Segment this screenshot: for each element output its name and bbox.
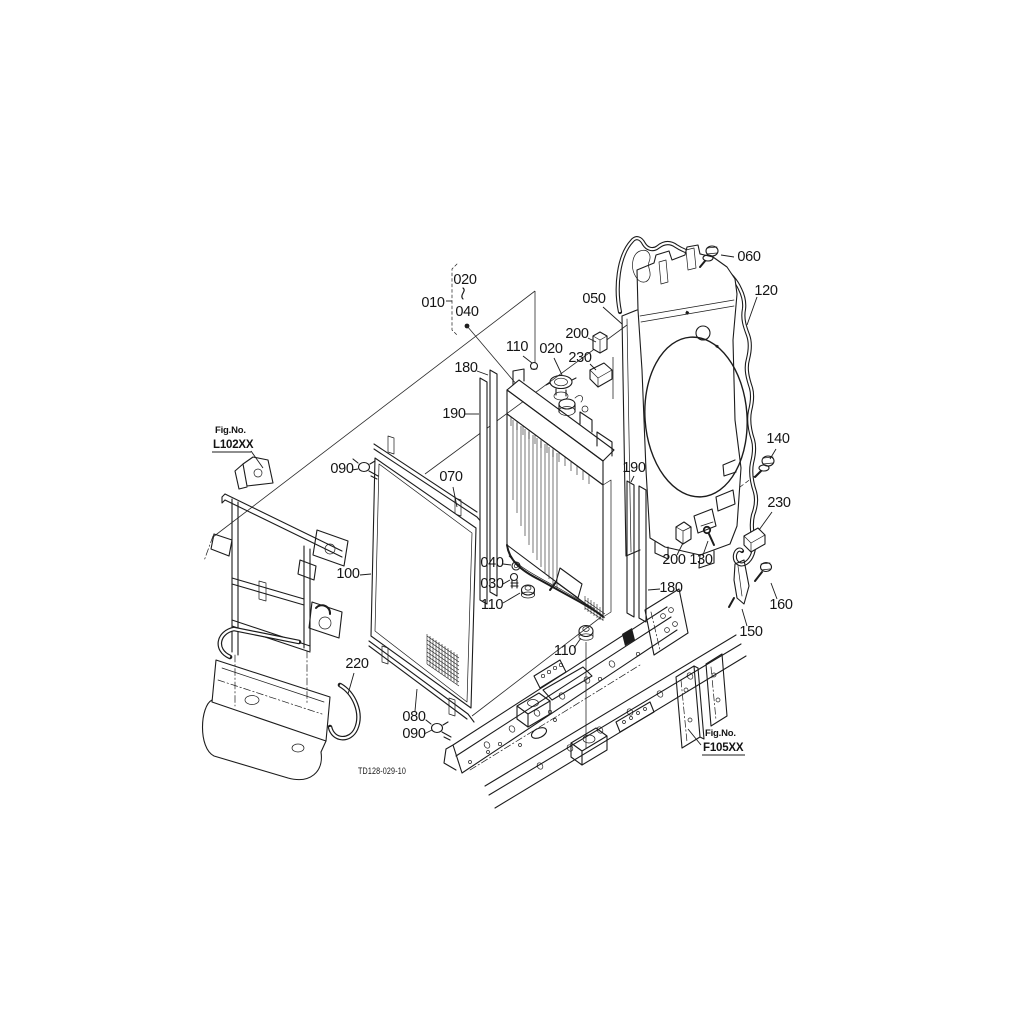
bolt-060 [699,245,719,268]
end-plate-2 [705,653,728,727]
figref-f105-line2: F105XX [703,742,744,754]
net-panel-100 [370,457,477,709]
shroud-050 [621,244,748,569]
callout-020-cap: 020 [539,341,563,357]
callout-040-drain: 040 [480,555,504,571]
plug-110-top [529,361,539,371]
callout-090-upper: 090 [330,461,354,477]
callout-090-lower: 090 [402,726,426,742]
rail-clip [622,628,635,646]
callout-040-group: 040 [455,304,479,320]
callout-070: 070 [439,469,463,485]
figure-reference-L102XX: Fig.No. L102XX [212,425,254,453]
callout-200-upper: 200 [565,326,589,342]
strip-190-right [626,480,635,618]
callout-180-left: 180 [454,360,478,376]
callout-010: 010 [421,295,445,311]
radiator-assembly [506,361,615,641]
pad-230-upper [589,362,613,388]
cushion-mount-1 [516,692,551,728]
chassis-frame [443,588,747,809]
drain-bolt-030 [509,572,519,589]
grommet-110-left [520,584,536,599]
wing-bolt-090-lower [425,719,452,741]
callout-080: 080 [402,709,426,725]
bottom-tank [506,544,604,618]
bonnet-frame-assembly [202,456,361,780]
hose-hook-220 [327,682,361,741]
strip-190-left [479,377,488,605]
callout-220: 220 [345,656,369,672]
callout-110-cap: 110 [506,339,528,355]
leader-lines [250,254,778,746]
callout-160: 160 [769,597,793,613]
callout-180-right: 180 [659,580,683,596]
core-fins [510,417,590,589]
callout-130: 130 [689,552,713,568]
drawing-code: TD128-029-10 [358,766,406,776]
callout-190-left: 190 [442,406,466,422]
pad-200-lower [675,521,692,545]
small-parts [589,245,775,608]
net-panel-group [352,435,484,741]
bracket-150 [728,559,750,608]
figref-l102-line2: L102XX [213,439,254,451]
radiator-cap-020 [545,374,577,401]
seal-strips [479,369,647,623]
hose-upper [217,626,302,660]
callout-030: 030 [480,576,504,592]
callout-labels: 010 020 040 050 060 120 110 020 200 230 … [330,249,793,742]
callout-230-lower: 230 [767,495,791,511]
callout-190-right: 190 [622,460,646,476]
fan-opening [644,336,748,498]
callout-060: 060 [737,249,761,265]
lower-support-bar-080 [368,640,475,723]
callout-100: 100 [336,566,360,582]
bolt-160 [754,561,773,582]
pad-200-upper [592,331,608,354]
grommet-110-bottom [578,624,594,641]
callout-020-group: 020 [453,272,477,288]
callout-150: 150 [739,624,763,640]
assembly-bracket-010 [446,263,465,337]
callout-200-lower: 200 [662,552,686,568]
callout-120: 120 [754,283,778,299]
strip-180-left [489,369,498,597]
cushion-mount-2 [570,727,608,766]
bolt-140 [754,455,775,478]
end-plate-1 [675,665,705,749]
callout-050: 050 [582,291,606,307]
pad-230-lower [743,527,766,553]
range-tilde [461,287,465,300]
clamp-130 [700,521,715,546]
washer-040 [511,561,521,571]
callout-230-upper: 230 [568,350,592,366]
callout-140: 140 [766,431,790,447]
figref-f105-line1: Fig.No. [705,728,736,739]
callout-110-bottom: 110 [554,643,576,659]
figref-l102-line1: Fig.No. [215,425,246,436]
fan-shroud-group [615,236,759,569]
filler-neck [558,395,583,416]
callout-110-left: 110 [481,597,503,613]
figure-reference-F105XX: Fig.No. F105XX [702,728,745,756]
wing-bolt-090-upper [352,458,379,480]
net-mesh-hatch [426,634,460,687]
rail2-holes [536,672,694,770]
strip-180-right [638,485,647,623]
rail1-holes [483,651,641,749]
